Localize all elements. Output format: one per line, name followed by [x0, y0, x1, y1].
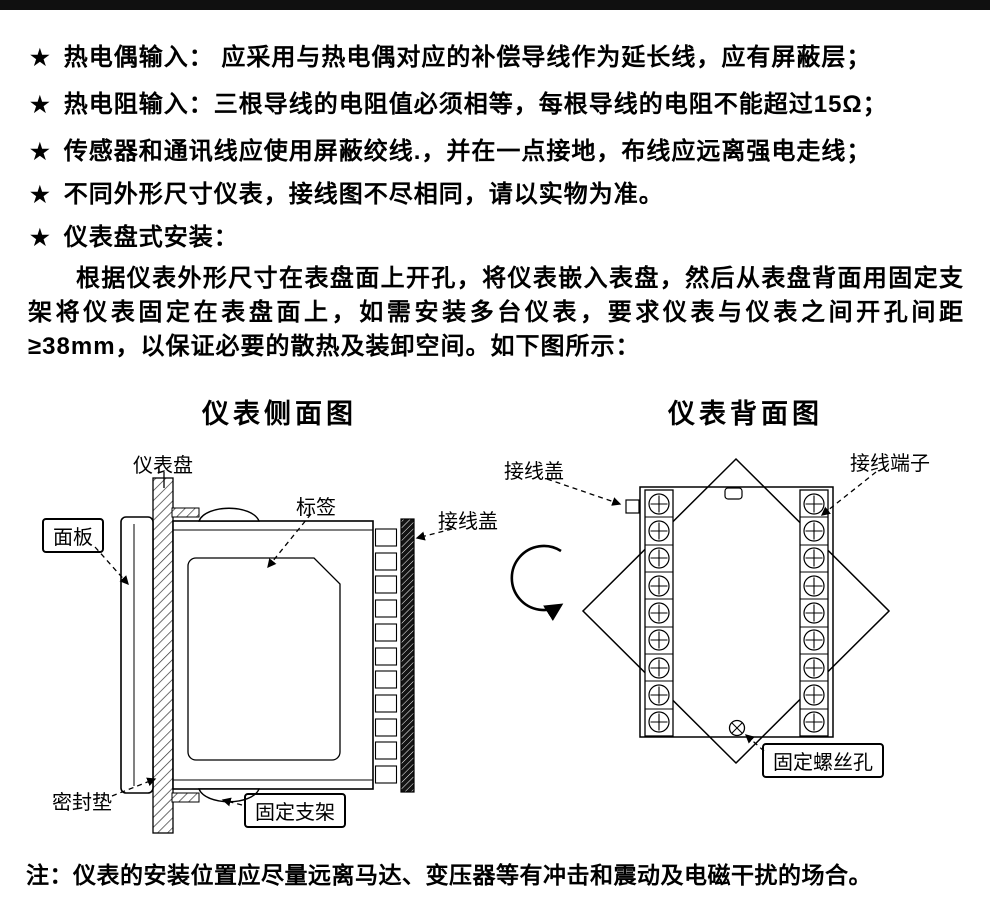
top-tab	[724, 487, 743, 500]
bullet-item: ★ 传感器和通讯线应使用屏蔽绞线.，并在一点接地，布线应远离强电走线；	[30, 138, 871, 167]
side-view-drawing	[120, 477, 415, 834]
fixing-screw-hole	[728, 719, 746, 737]
bullet-item: ★ 热电阻输入：三根导线的电阻值必须相等，每根导线的电阻不能超过15Ω；	[30, 91, 888, 120]
bullet-item: ★ 热电偶输入： 应采用与热电偶对应的补偿导线作为延长线，应有屏蔽层；	[30, 44, 871, 73]
bracket-screw-top	[171, 507, 200, 518]
leader-lines	[94, 471, 877, 807]
rotation-arrow	[510, 544, 564, 621]
front-bezel	[120, 516, 154, 794]
star-icon: ★	[30, 139, 51, 164]
clip-square	[625, 499, 640, 514]
fixing-bracket-label: 固定支架	[244, 793, 346, 828]
wiring-cover-bar	[400, 518, 415, 793]
wiring-cover-label-side: 接线盖	[438, 511, 498, 533]
star-icon: ★	[30, 92, 51, 117]
star-icon: ★	[30, 45, 51, 70]
star-icon: ★	[30, 182, 51, 207]
bullet-text: 传感器和通讯线应使用屏蔽绞线.，并在一点接地，布线应远离强电走线；	[63, 138, 872, 165]
tag-label: 标签	[296, 497, 336, 519]
star-icon: ★	[30, 225, 51, 250]
seal-gasket-label: 密封垫	[52, 792, 112, 814]
bullet-text: 热电偶输入： 应采用与热电偶对应的补偿导线作为延长线，应有屏蔽层；	[63, 44, 872, 71]
bracket-screw-bottom	[171, 792, 200, 803]
panel-cutout-diamond	[581, 457, 891, 765]
panel-board-label: 仪表盘	[133, 455, 193, 477]
front-panel-label: 面板	[42, 518, 104, 553]
bottom-note: 注：仪表的安装位置应尽量远离马达、变压器等有冲击和震动及电磁干扰的场合。	[26, 862, 872, 888]
bullet-text: 热电阻输入：三根导线的电阻值必须相等，每根导线的电阻不能超过15Ω；	[63, 91, 888, 118]
fixing-bracket-top	[197, 507, 261, 522]
back-view-title: 仪表背面图	[668, 399, 823, 429]
terminal-strip-right	[799, 489, 829, 737]
bullet-item: ★ 不同外形尺寸仪表，接线图不尽相同，请以实物为准。	[30, 181, 664, 210]
side-view-title: 仪表侧面图	[202, 399, 357, 429]
bullet-item: ★ 仪表盘式安装：	[30, 224, 239, 253]
terminal-cells	[374, 528, 398, 784]
terminal-strip-left	[644, 489, 674, 737]
bullet-text: 不同外形尺寸仪表，接线图不尽相同，请以实物为准。	[63, 181, 664, 208]
install-paragraph: 根据仪表外形尺寸在表盘面上开孔，将仪表嵌入表盘，然后从表盘背面用固定支架将仪表固…	[28, 265, 964, 360]
terminal-label: 接线端子	[850, 453, 930, 475]
screw-hole-label: 固定螺丝孔	[762, 743, 884, 778]
bullet-text: 仪表盘式安装：	[63, 224, 239, 251]
mounting-panel-hatch	[152, 477, 174, 834]
page-top-rule	[0, 0, 990, 10]
label-area	[187, 557, 341, 761]
back-view-drawing	[510, 457, 891, 765]
wiring-cover-label-back: 接线盖	[504, 461, 564, 483]
